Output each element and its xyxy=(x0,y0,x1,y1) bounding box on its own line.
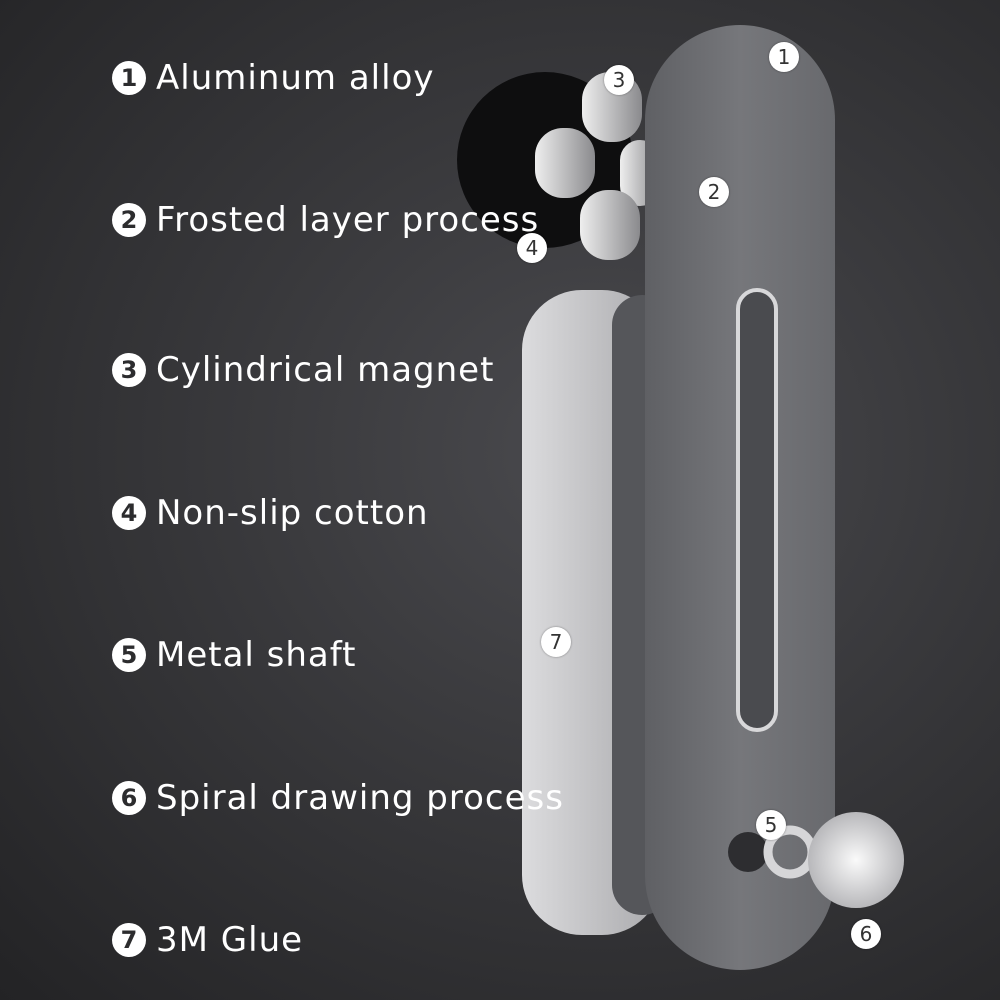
number-badge: 1 xyxy=(112,61,146,95)
feature-5: 5 Metal shaft xyxy=(112,635,356,675)
callout-2: 2 xyxy=(699,177,729,207)
callout-3: 3 xyxy=(604,65,634,95)
feature-1: 1 Aluminum alloy xyxy=(112,58,435,98)
feature-label: Aluminum alloy xyxy=(156,58,435,98)
number-badge: 3 xyxy=(112,353,146,387)
number-badge: 6 xyxy=(112,781,146,815)
number-badge: 4 xyxy=(112,496,146,530)
feature-label: Frosted layer process xyxy=(156,200,540,240)
feature-7: 7 3M Glue xyxy=(112,920,303,960)
callout-7: 7 xyxy=(541,627,571,657)
feature-label: 3M Glue xyxy=(156,920,304,960)
feature-3: 3 Cylindrical magnet xyxy=(112,350,494,390)
number-badge: 7 xyxy=(112,923,146,957)
callout-4: 4 xyxy=(517,233,547,263)
feature-6: 6 Spiral drawing process xyxy=(112,778,564,818)
callout-6: 6 xyxy=(851,919,881,949)
feature-label: Spiral drawing process xyxy=(156,778,564,818)
feature-label: Metal shaft xyxy=(156,635,357,675)
number-badge: 5 xyxy=(112,638,146,672)
callout-1: 1 xyxy=(769,42,799,72)
feature-label: Cylindrical magnet xyxy=(156,350,495,390)
feature-label: Non-slip cotton xyxy=(156,493,429,533)
callout-5: 5 xyxy=(756,810,786,840)
spiral-metal-disc xyxy=(808,812,904,908)
shaft-hole xyxy=(728,832,768,872)
feature-4: 4 Non-slip cotton xyxy=(112,493,429,533)
slot xyxy=(736,288,778,732)
number-badge: 2 xyxy=(112,203,146,237)
feature-2: 2 Frosted layer process xyxy=(112,200,539,240)
